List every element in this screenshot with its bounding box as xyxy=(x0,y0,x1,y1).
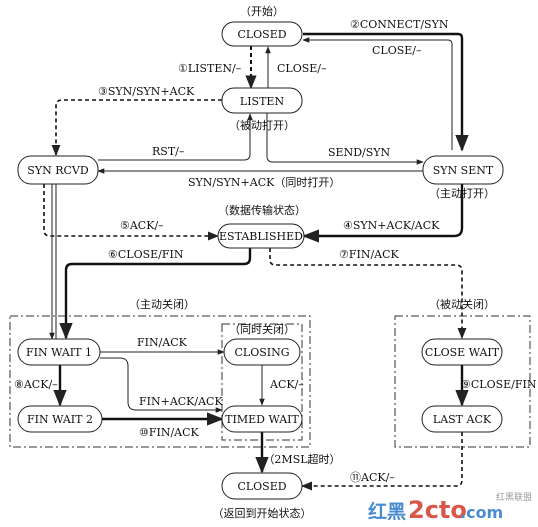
label-finack-ack: FIN+ACK/ACK xyxy=(139,395,223,408)
edge-listen-to-syn-rcvd xyxy=(51,99,222,157)
edge-last-ack-to-closed xyxy=(300,432,463,491)
state-close-wait: CLOSE WAIT xyxy=(421,338,503,366)
note-data-transfer: （数据传输状态） xyxy=(218,203,306,217)
state-label: CLOSED xyxy=(237,480,286,493)
state-label: CLOSING xyxy=(234,346,289,359)
note-start: （开始） xyxy=(240,4,284,18)
state-fin-wait-2: FIN WAIT 2 xyxy=(17,405,103,433)
watermark-left: 红黑 xyxy=(368,500,406,523)
state-label: LISTEN xyxy=(240,95,285,108)
state-established: ESTABLISHED xyxy=(217,223,305,249)
note-return-start: （返回到开始状态） xyxy=(213,506,312,520)
state-closed-top: CLOSED xyxy=(221,21,303,47)
edge-listen-to-syn-sent xyxy=(266,113,424,165)
label-fin-ack-7: ⑦FIN/ACK xyxy=(339,248,400,261)
label-send-syn: SEND/SYN xyxy=(328,146,391,159)
label-listen: ①LISTEN/– xyxy=(178,62,242,75)
watermark-middle: 2cto xyxy=(408,496,467,524)
label-close-fin-9: ⑨CLOSE/FIN xyxy=(461,378,537,391)
state-listen: LISTEN xyxy=(221,87,303,114)
state-label: CLOSED xyxy=(237,28,286,41)
state-label: SYN SENT xyxy=(433,164,494,177)
watermark-right: .com xyxy=(460,503,503,522)
label-close-listen: CLOSE/– xyxy=(277,62,327,75)
edge-syn-rcvd-to-listen xyxy=(98,113,253,161)
state-label: SYN RCVD xyxy=(27,164,89,177)
label-ack-5: ⑤ACK/– xyxy=(120,219,164,232)
note-simultaneous-close: （同时关闭） xyxy=(229,322,295,336)
edge-syn-sent-to-established xyxy=(302,184,464,243)
note-active-close: （主动关闭） xyxy=(129,297,195,311)
label-close-syn-sent: CLOSE/– xyxy=(372,44,422,57)
label-close-fin-6: ⑥CLOSE/FIN xyxy=(108,248,184,261)
watermark: 红黑 2cto .com 红黑联盟 xyxy=(368,491,532,524)
edge-syn-sent-to-closed xyxy=(302,37,453,150)
label-ack-8: ⑧ACK/– xyxy=(14,378,58,391)
edge-fin-wait-1-to-timed-wait xyxy=(100,357,223,413)
note-2msl: （2MSL超时） xyxy=(263,452,340,466)
state-last-ack: LAST ACK xyxy=(421,405,503,433)
state-closing: CLOSING xyxy=(223,338,301,366)
state-fin-wait-1: FIN WAIT 1 xyxy=(17,338,101,366)
state-label: FIN WAIT 1 xyxy=(26,346,92,359)
label-synack-ack: ④SYN+ACK/ACK xyxy=(343,219,440,232)
edge-closed-to-syn-sent xyxy=(303,32,469,152)
state-syn-rcvd: SYN RCVD xyxy=(17,155,99,185)
state-syn-sent: SYN SENT xyxy=(422,155,504,185)
label-fin-ack-10: ⑩FIN/ACK xyxy=(139,426,200,439)
note-passive-close: （被动关闭） xyxy=(429,297,495,311)
state-label: TIMED WAIT xyxy=(225,413,299,426)
state-timed-wait: TIMED WAIT xyxy=(221,405,303,433)
label-connect-syn: ②CONNECT/SYN xyxy=(350,18,449,31)
note-active-open: （主动打开） xyxy=(429,186,495,200)
state-label: CLOSE WAIT xyxy=(425,346,500,359)
watermark-tag: 红黑联盟 xyxy=(496,491,532,503)
edge-established-to-fin-wait-1 xyxy=(59,248,252,340)
label-ack-closing: ACK/– xyxy=(269,378,304,391)
edge-syn-rcvd-to-established xyxy=(43,184,220,241)
label-ack-11: ⑪ACK/– xyxy=(350,471,395,484)
label-rst: RST/– xyxy=(152,145,185,158)
state-label: LAST ACK xyxy=(433,413,492,426)
active-close-region xyxy=(9,315,311,448)
label-syn-synack: ③SYN/SYN+ACK xyxy=(98,85,195,98)
label-fin-ack-closing: FIN/ACK xyxy=(137,336,188,349)
label-simultaneous-open: SYN/SYN+ACK（同时打开） xyxy=(188,175,340,189)
state-label: ESTABLISHED xyxy=(219,230,303,243)
state-label: FIN WAIT 2 xyxy=(27,413,93,426)
note-passive-open: （被动打开） xyxy=(229,118,295,132)
state-closed-bottom: CLOSED xyxy=(221,472,303,500)
